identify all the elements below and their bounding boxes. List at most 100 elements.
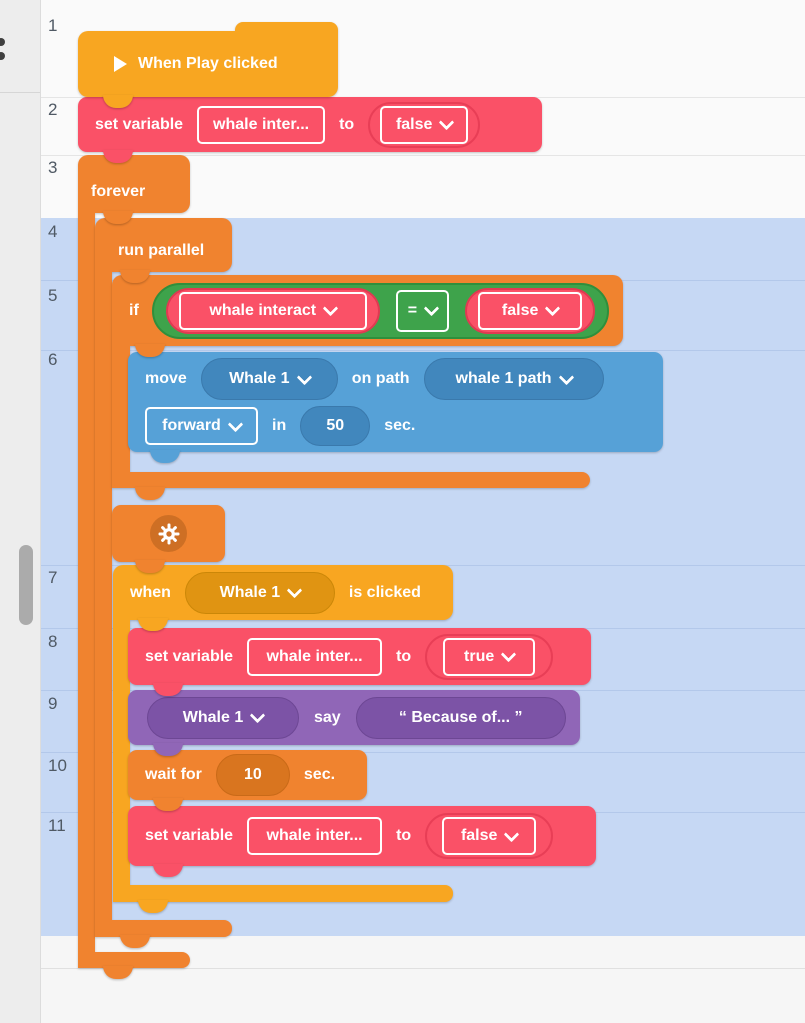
duration-value: 50 <box>326 417 345 434</box>
block-connector <box>120 935 150 948</box>
to-label: to <box>396 827 412 844</box>
chevron-down-icon <box>504 826 520 842</box>
duration-value: 10 <box>243 766 262 783</box>
value-dropdown[interactable]: false <box>465 287 596 334</box>
duration-input[interactable]: 50 <box>300 406 371 446</box>
message-text: “ Because of... ” <box>398 708 523 726</box>
block-connector <box>153 798 183 811</box>
when-label: when <box>130 583 171 601</box>
line-number: 2 <box>48 100 58 119</box>
block-connector <box>103 95 133 108</box>
set-variable-label: set variable <box>95 115 184 133</box>
to-label: to <box>396 647 412 665</box>
parallel-thread-settings-block[interactable] <box>112 505 225 562</box>
duration-input[interactable]: 10 <box>215 754 290 796</box>
line-number: 9 <box>48 694 58 713</box>
actor-dropdown[interactable]: Whale 1 <box>200 358 338 400</box>
block-connector <box>150 450 180 463</box>
actor-dropdown[interactable]: Whale 1 <box>147 696 299 739</box>
scrollbar-thumb[interactable] <box>19 545 33 625</box>
block-connector <box>153 864 183 877</box>
row-divider <box>40 350 805 351</box>
value-dropdown[interactable]: false <box>368 101 481 148</box>
side-panel <box>0 0 41 1023</box>
chevron-down-icon <box>286 582 303 599</box>
hat-tab <box>235 22 338 42</box>
actor-dropdown-label: Whale 1 <box>182 708 244 726</box>
if-label: if <box>129 301 139 319</box>
actor-dropdown-label: Whale 1 <box>229 370 290 387</box>
move-on-path-block[interactable]: move Whale 1 on path whale 1 path forwar… <box>128 352 663 452</box>
set-variable-block[interactable]: set variable whale inter... to false <box>128 806 596 866</box>
play-icon <box>114 56 127 72</box>
set-variable-block[interactable]: set variable whale inter... to true <box>128 628 591 685</box>
set-variable-label: set variable <box>145 647 234 665</box>
variable-name: whale inter... <box>213 115 310 133</box>
value-dropdown-label: false <box>395 115 433 133</box>
actor-dropdown-label: Whale 1 <box>219 583 281 601</box>
chevron-down-icon <box>423 300 440 317</box>
variable-name-field[interactable]: whale inter... <box>247 637 383 676</box>
when-play-label: When Play clicked <box>138 55 278 72</box>
workspace-bg-bottom <box>40 936 805 1023</box>
more-options-icon[interactable] <box>0 38 5 46</box>
actor-dropdown[interactable]: Whale 1 <box>184 571 335 614</box>
run-parallel-label: run parallel <box>118 242 205 259</box>
value-dropdown-label: false <box>460 827 498 844</box>
message-input[interactable]: “ Because of... ” <box>355 696 566 739</box>
row-divider <box>40 968 805 969</box>
forever-label: forever <box>91 183 146 200</box>
path-dropdown-label: whale 1 path <box>455 370 552 387</box>
variable-name: whale inter... <box>266 827 363 844</box>
say-block[interactable]: Whale 1 say “ Because of... ” <box>128 690 580 745</box>
operator-dropdown[interactable]: = <box>395 289 450 332</box>
line-number: 11 <box>48 816 66 835</box>
chevron-down-icon <box>227 416 244 432</box>
block-connector <box>135 487 165 500</box>
sec-label: sec. <box>384 417 416 434</box>
panel-divider <box>0 92 40 93</box>
path-dropdown[interactable]: whale 1 path <box>423 358 604 400</box>
line-number: 1 <box>48 16 58 35</box>
wait-block[interactable]: wait for 10 sec. <box>128 750 367 800</box>
value-dropdown-label: true <box>464 647 495 665</box>
block-connector <box>135 560 165 573</box>
block-connector <box>138 618 168 631</box>
line-number: 6 <box>48 350 58 369</box>
chevron-down-icon <box>322 300 339 317</box>
chevron-down-icon <box>249 707 266 724</box>
in-label: in <box>272 417 287 434</box>
variable-dropdown-label: whale interact <box>209 301 317 319</box>
direction-dropdown[interactable]: forward <box>145 407 258 445</box>
when-play-clicked-block[interactable]: When Play clicked <box>78 22 338 97</box>
value-dropdown-label: false <box>501 301 539 319</box>
value-dropdown[interactable]: false <box>425 813 554 859</box>
line-number: 8 <box>48 632 58 651</box>
block-connector <box>103 150 133 163</box>
variable-name-field[interactable]: whale inter... <box>247 817 383 855</box>
line-number: 7 <box>48 568 58 587</box>
block-connector <box>153 683 183 696</box>
block-connector <box>153 743 183 756</box>
chevron-down-icon <box>558 369 574 385</box>
block-connector <box>103 966 133 979</box>
say-label: say <box>314 708 341 726</box>
gear-icon[interactable] <box>150 515 187 552</box>
variable-name-field[interactable]: whale inter... <box>197 105 326 144</box>
value-dropdown[interactable]: true <box>425 633 554 680</box>
is-clicked-label: is clicked <box>348 583 421 601</box>
block-connector <box>135 344 165 357</box>
move-label: move <box>145 370 187 387</box>
set-variable-block[interactable]: set variable whale inter... to false <box>78 97 542 152</box>
to-label: to <box>339 115 355 133</box>
chevron-down-icon <box>296 369 312 385</box>
operator-dropdown-label: = <box>407 301 418 319</box>
variable-dropdown[interactable]: whale interact <box>165 287 380 334</box>
direction-dropdown-label: forward <box>162 417 221 434</box>
line-number: 10 <box>48 756 67 775</box>
more-options-icon[interactable] <box>0 52 5 60</box>
line-number: 3 <box>48 158 58 177</box>
chevron-down-icon <box>439 114 455 131</box>
line-number: 4 <box>48 222 58 241</box>
